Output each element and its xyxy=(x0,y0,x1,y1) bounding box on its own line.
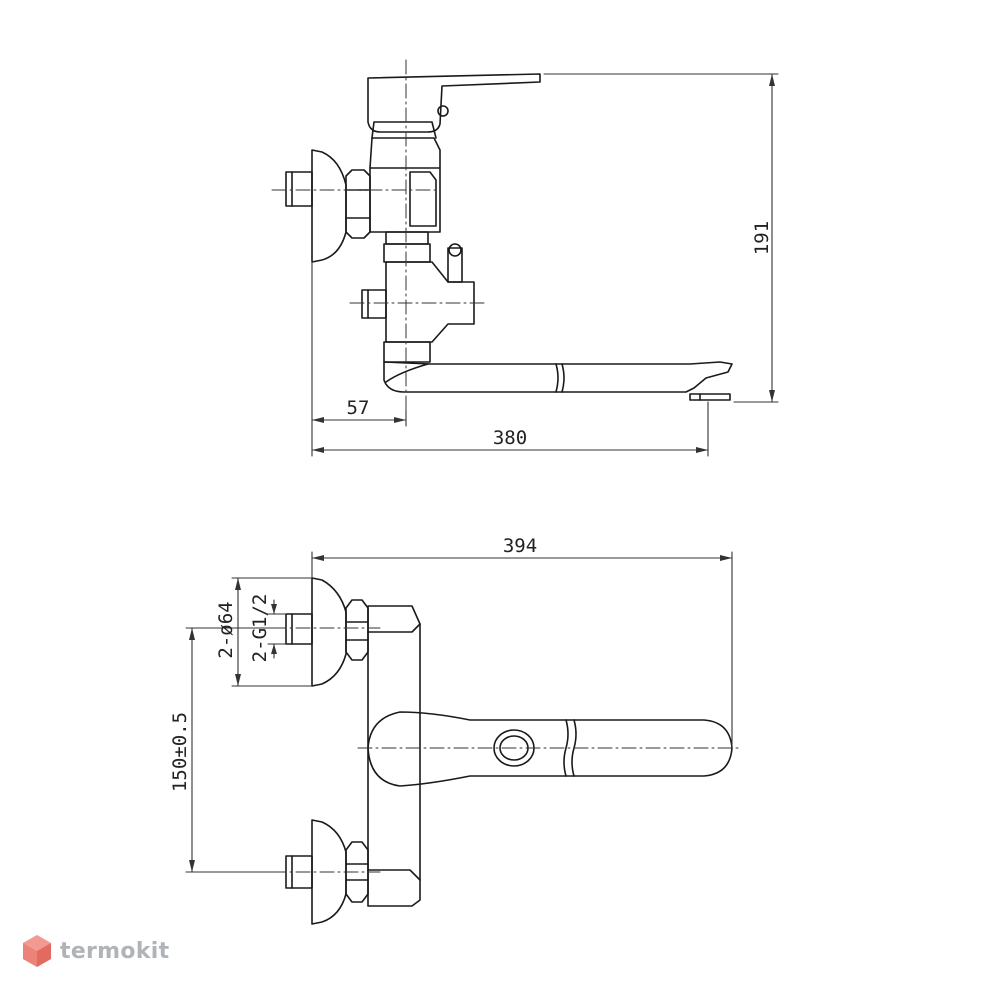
dim-191: 191 xyxy=(751,221,773,255)
wall-flange-upper xyxy=(311,577,347,687)
dimension-arrows-side xyxy=(312,74,775,453)
brand-logo: termokit xyxy=(22,934,169,968)
mixer-body-side xyxy=(369,167,441,233)
dim-inlet-spacing: 150±0.5 xyxy=(169,712,191,792)
dim-flange-diameter: 2-ø64 xyxy=(215,601,237,658)
diverter-side xyxy=(385,231,429,245)
shower-outlet-side xyxy=(361,289,387,319)
centerlines-side xyxy=(271,59,485,411)
dimension-arrows-top xyxy=(189,555,732,872)
spout-side xyxy=(383,361,733,393)
hex-nut-upper xyxy=(345,599,369,661)
dimensions-side xyxy=(311,73,779,457)
inlet-stub-side xyxy=(285,171,313,207)
top-view xyxy=(285,577,733,925)
dimensions-top xyxy=(185,551,733,873)
dim-380: 380 xyxy=(493,427,527,449)
centerlines-top xyxy=(271,627,741,873)
hexagon-cube-icon xyxy=(23,935,51,967)
logo-text: termokit xyxy=(60,938,170,964)
lever-side xyxy=(367,73,541,133)
wall-flange-side xyxy=(311,149,347,263)
dim-57: 57 xyxy=(347,397,370,419)
dim-394: 394 xyxy=(503,535,537,557)
dim-thread: 2-G1/2 xyxy=(249,594,271,663)
lever-top xyxy=(367,711,733,787)
hex-nut-side xyxy=(345,169,371,239)
side-view xyxy=(285,73,733,401)
mixer-body-top xyxy=(367,605,421,907)
